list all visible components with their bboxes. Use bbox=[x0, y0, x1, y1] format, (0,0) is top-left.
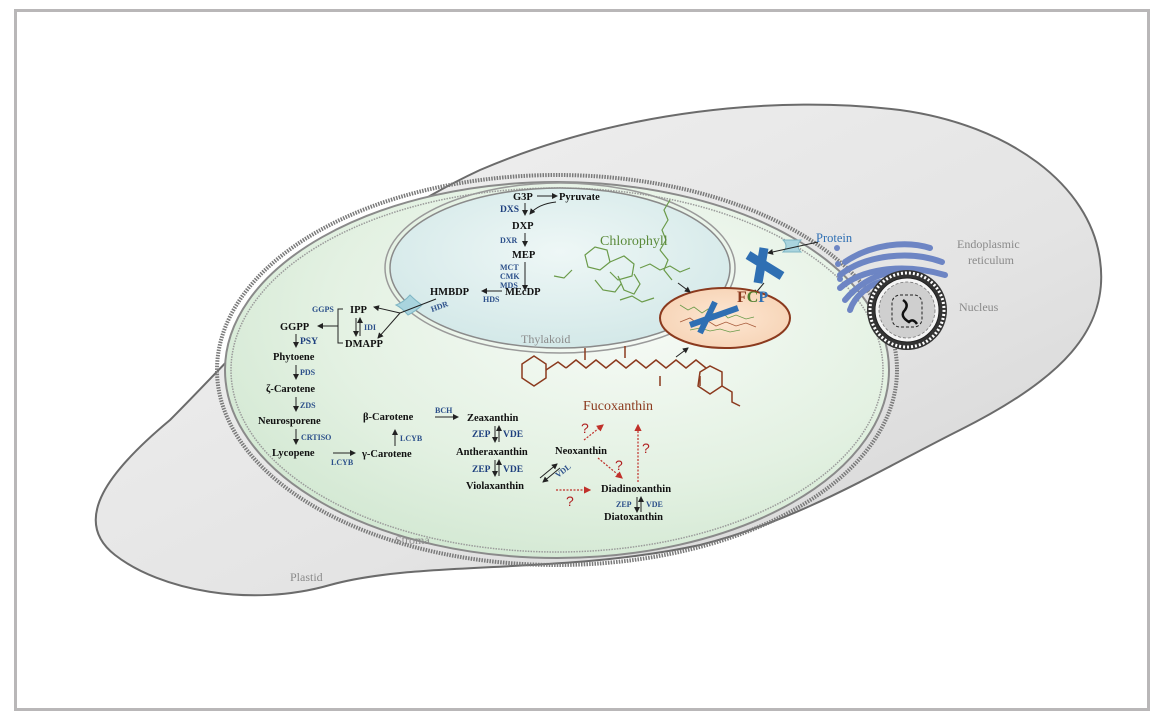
unknown-step-marker: ? bbox=[642, 440, 650, 456]
protein-transporter bbox=[767, 239, 819, 255]
er-label-line1: Endoplasmic bbox=[957, 237, 1020, 251]
metabolite-ipp: IPP bbox=[350, 305, 368, 316]
enzyme-lcyb-2: LCYB bbox=[400, 434, 423, 443]
enzyme-dxr: DXR bbox=[500, 236, 518, 245]
enzyme-crtiso: CRTISO bbox=[301, 433, 331, 442]
carotenoid-pathway: IPP DMAPP IDI GGPS GGPP PSY Phytoene PDS… bbox=[258, 305, 671, 523]
thylakoid-label: Thylakoid bbox=[521, 332, 570, 346]
fucoxanthin-structure bbox=[521, 346, 741, 407]
enzyme-psy: PSY bbox=[300, 337, 318, 347]
enzyme-zep-3: ZEP bbox=[616, 500, 632, 509]
enzyme-hds: HDS bbox=[483, 295, 500, 304]
metabolite-pyruvate: Pyruvate bbox=[559, 192, 600, 203]
enzyme-dxs: DXS bbox=[500, 205, 519, 215]
enzyme-mct: MCT bbox=[500, 263, 519, 272]
er-label-line2: reticulum bbox=[968, 253, 1015, 267]
protein-icon bbox=[745, 247, 785, 284]
fcp-letter-c: C bbox=[747, 289, 759, 306]
metabolite-lycopene: Lycopene bbox=[272, 448, 315, 459]
unknown-step-marker: ? bbox=[566, 493, 574, 509]
thylakoid bbox=[384, 182, 736, 354]
nucleus-label: Nucleus bbox=[959, 300, 999, 314]
metabolite-dxp: DXP bbox=[512, 221, 534, 232]
metabolite-dmapp: DMAPP bbox=[345, 339, 383, 350]
metabolite-ggpp: GGPP bbox=[280, 322, 310, 333]
enzyme-bch: BCH bbox=[435, 406, 453, 415]
enzyme-lcyb-1: LCYB bbox=[331, 458, 354, 467]
stroma-label: Stroma bbox=[395, 533, 430, 547]
enzyme-pds: PDS bbox=[300, 368, 316, 377]
metabolite-diatoxanthin: Diatoxanthin bbox=[604, 512, 663, 523]
metabolite-hmbdp: HMBDP bbox=[430, 287, 470, 298]
fucoxanthin-to-fcp-arrow bbox=[675, 347, 689, 358]
enzyme-idi: IDI bbox=[364, 323, 376, 332]
nucleus bbox=[867, 270, 947, 350]
chlorophyll-label: Chlorophyll bbox=[600, 234, 668, 249]
metabolite-zeta-carotene: ζ-Carotene bbox=[266, 384, 315, 395]
metabolite-diadinoxanthin: Diadinoxanthin bbox=[601, 484, 671, 495]
metabolite-gamma-carotene: γ-Carotene bbox=[361, 449, 412, 460]
metabolite-zeaxanthin: Zeaxanthin bbox=[467, 413, 519, 424]
metabolite-mep: MEP bbox=[512, 250, 536, 261]
metabolite-antheraxanthin: Antheraxanthin bbox=[456, 447, 528, 458]
enzyme-vde-1: VDE bbox=[503, 430, 523, 440]
enzyme-vde-2: VDE bbox=[503, 465, 523, 475]
metabolite-phytoene: Phytoene bbox=[273, 352, 315, 363]
enzyme-zep-2: ZEP bbox=[472, 465, 491, 475]
metabolite-mecdp: MEcDP bbox=[505, 287, 541, 298]
unknown-step-marker: ? bbox=[615, 457, 623, 473]
unknown-steps: ? ? ? ? bbox=[556, 420, 650, 509]
enzyme-zep-1: ZEP bbox=[472, 430, 491, 440]
fcp-complex: FCP bbox=[659, 287, 791, 349]
fcp-letter-p: P bbox=[758, 289, 768, 306]
unknown-step-marker: ? bbox=[581, 420, 589, 436]
metabolite-violaxanthin: Violaxanthin bbox=[466, 481, 524, 492]
endoplasmic-reticulum bbox=[834, 241, 948, 313]
enzyme-ggps: GGPS bbox=[312, 305, 334, 314]
enzyme-cmk: CMK bbox=[500, 272, 520, 281]
fcp-letter-f: F bbox=[737, 289, 747, 306]
fucoxanthin-label: Fucoxanthin bbox=[583, 399, 653, 414]
enzyme-zds: ZDS bbox=[300, 401, 316, 410]
enzyme-vde-3: VDE bbox=[646, 500, 663, 509]
metabolite-neoxanthin: Neoxanthin bbox=[555, 446, 607, 457]
protein-label: Protein bbox=[816, 231, 853, 245]
plastid-label: Plastid bbox=[290, 570, 323, 584]
chlorophyll-to-fcp-arrow bbox=[677, 282, 691, 293]
metabolite-neurosporene: Neurosporene bbox=[258, 416, 321, 427]
svg-text:FCP: FCP bbox=[737, 289, 768, 306]
enzyme-mds: MDS bbox=[500, 281, 518, 290]
metabolite-beta-carotene: β-Carotene bbox=[363, 412, 414, 423]
chlorophyll-structure bbox=[553, 199, 691, 303]
metabolite-g3p: G3P bbox=[513, 192, 533, 203]
